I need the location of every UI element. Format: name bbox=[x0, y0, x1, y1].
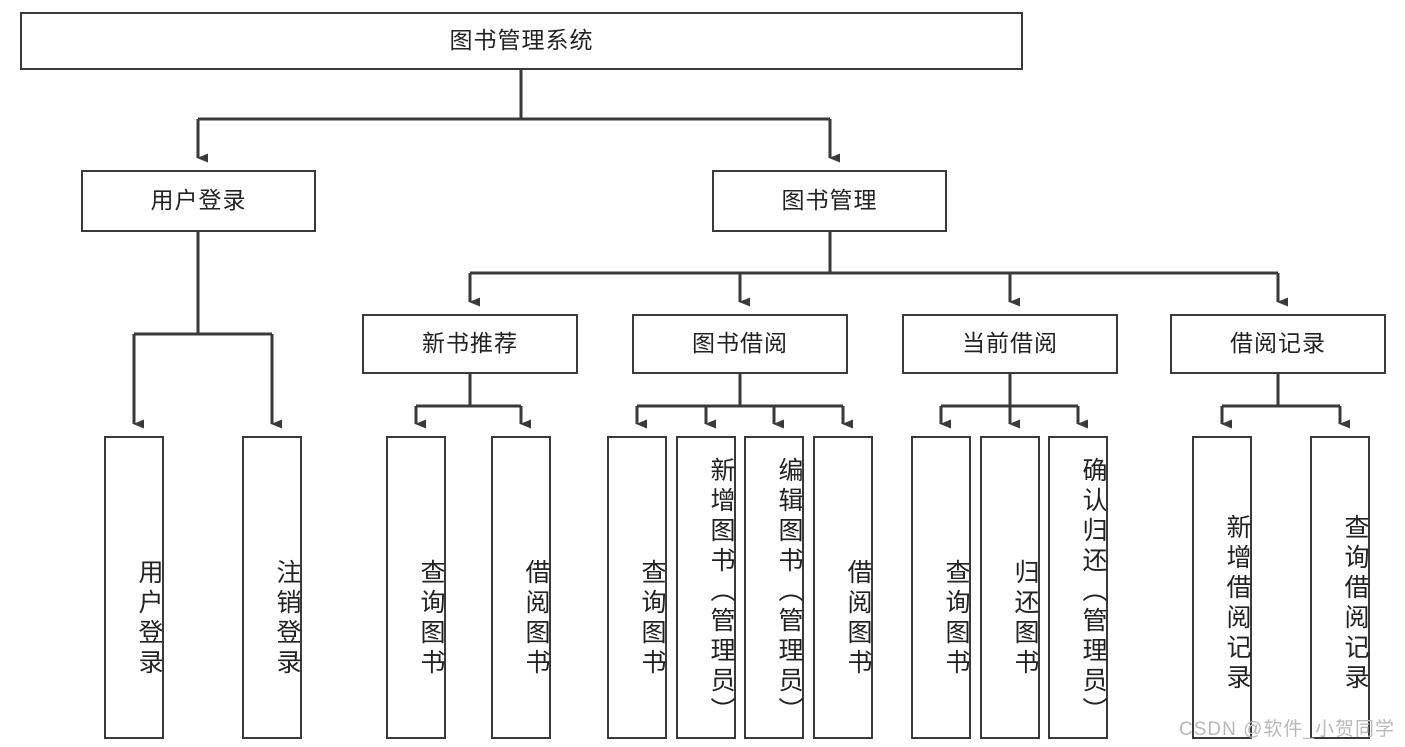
node-leaf-edit-book[interactable]: 编辑图书（管理员） bbox=[744, 436, 804, 739]
node-leaf-borrow-book-1-label: 借阅图书 bbox=[522, 558, 550, 679]
node-borrow-record-label: 借阅记录 bbox=[1230, 330, 1326, 357]
node-leaf-query-book-1-label: 查询图书 bbox=[417, 558, 445, 679]
node-book-manage-label: 图书管理 bbox=[781, 187, 878, 214]
node-book-borrow[interactable]: 图书借阅 bbox=[632, 314, 848, 374]
node-user-login-label: 用户登录 bbox=[150, 187, 247, 214]
connector-root-to-level2 bbox=[196, 70, 840, 163]
connector-bookmanage-to-level3 bbox=[468, 232, 1288, 307]
connector-currentborrow-to-leaves bbox=[939, 374, 1088, 429]
node-leaf-return-book-label: 归还图书 bbox=[1011, 558, 1039, 679]
node-borrow-record[interactable]: 借阅记录 bbox=[1170, 314, 1386, 374]
connector-borrowrecord-to-leaves bbox=[1220, 374, 1350, 429]
node-new-book-rec[interactable]: 新书推荐 bbox=[362, 314, 578, 374]
node-leaf-user-login-label: 用户登录 bbox=[135, 558, 163, 679]
node-leaf-add-record-label: 新增借阅记录 bbox=[1223, 513, 1251, 694]
node-book-borrow-label: 图书借阅 bbox=[692, 330, 788, 357]
node-leaf-add-record[interactable]: 新增借阅记录 bbox=[1192, 436, 1252, 739]
connector-bookborrow-to-leaves bbox=[635, 374, 853, 429]
node-leaf-borrow-book-2[interactable]: 借阅图书 bbox=[813, 436, 873, 739]
node-current-borrow[interactable]: 当前借阅 bbox=[902, 314, 1118, 374]
connector-newbook-to-leaves bbox=[414, 374, 531, 429]
node-leaf-borrow-book-1[interactable]: 借阅图书 bbox=[491, 436, 551, 739]
node-leaf-query-book-3-label: 查询图书 bbox=[942, 558, 970, 679]
node-leaf-user-logout-label: 注销登录 bbox=[273, 558, 301, 679]
node-leaf-add-book-label: 新增图书（管理员） bbox=[707, 456, 735, 727]
node-root-label: 图书管理系统 bbox=[449, 27, 594, 54]
node-new-book-rec-label: 新书推荐 bbox=[422, 330, 518, 357]
node-leaf-query-book-2[interactable]: 查询图书 bbox=[607, 436, 667, 739]
node-leaf-user-logout[interactable]: 注销登录 bbox=[242, 436, 302, 739]
node-leaf-confirm-return[interactable]: 确认归还（管理员） bbox=[1048, 436, 1108, 739]
node-current-borrow-label: 当前借阅 bbox=[962, 330, 1058, 357]
node-leaf-query-record-label: 查询借阅记录 bbox=[1341, 513, 1369, 694]
node-leaf-borrow-book-2-label: 借阅图书 bbox=[844, 558, 872, 679]
watermark: CSDN @软件_小贺同学 bbox=[1179, 719, 1395, 740]
node-leaf-edit-book-label: 编辑图书（管理员） bbox=[775, 456, 803, 727]
node-leaf-user-login[interactable]: 用户登录 bbox=[104, 436, 164, 739]
node-book-manage[interactable]: 图书管理 bbox=[712, 170, 947, 232]
node-leaf-confirm-return-label: 确认归还（管理员） bbox=[1079, 456, 1107, 727]
node-leaf-query-book-3[interactable]: 查询图书 bbox=[911, 436, 971, 739]
node-root[interactable]: 图书管理系统 bbox=[20, 12, 1023, 70]
node-leaf-return-book[interactable]: 归还图书 bbox=[980, 436, 1040, 739]
node-leaf-query-book-2-label: 查询图书 bbox=[638, 558, 666, 679]
connector-userlogin-to-leaves bbox=[132, 232, 282, 429]
node-leaf-query-record[interactable]: 查询借阅记录 bbox=[1310, 436, 1370, 739]
node-leaf-query-book-1[interactable]: 查询图书 bbox=[386, 436, 446, 739]
node-leaf-add-book[interactable]: 新增图书（管理员） bbox=[676, 436, 736, 739]
node-user-login[interactable]: 用户登录 bbox=[81, 170, 316, 232]
